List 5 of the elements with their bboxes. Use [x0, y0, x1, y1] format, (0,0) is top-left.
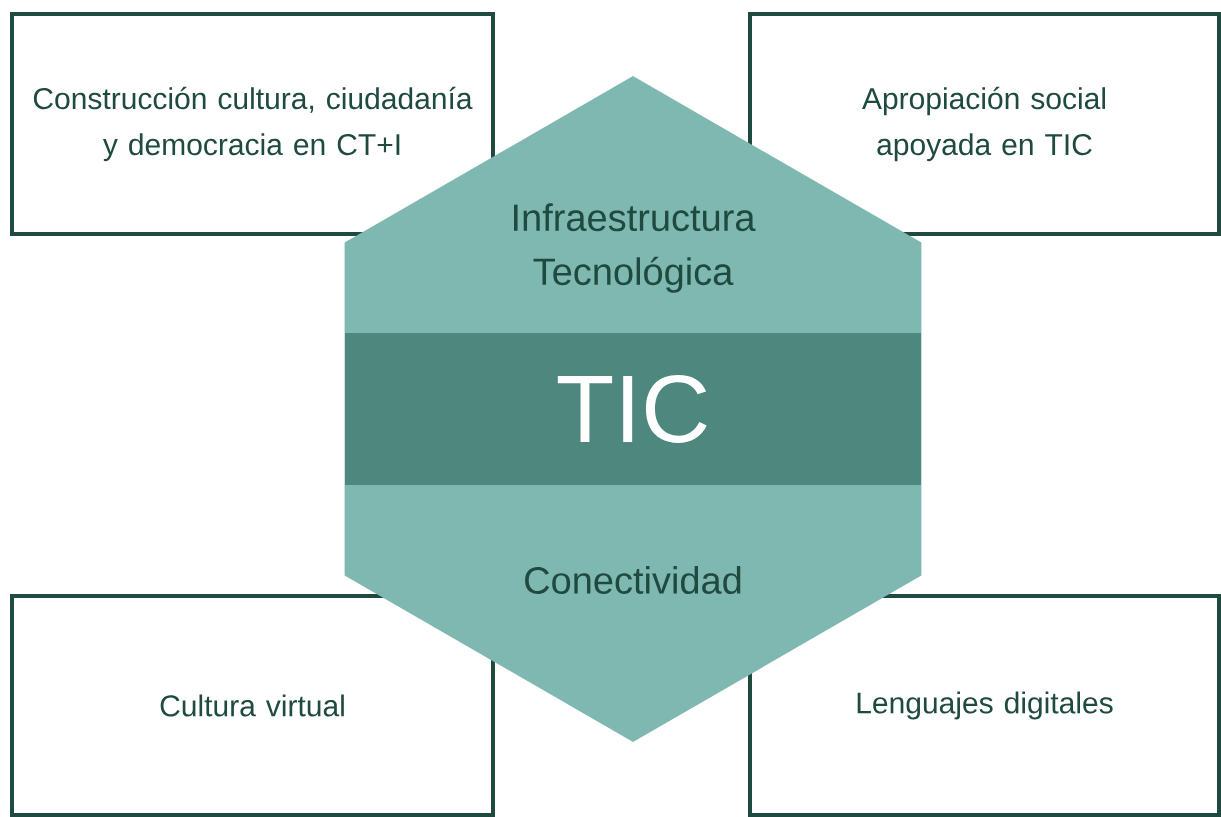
band: TIC [345, 333, 921, 485]
text-box: Cultura virtual [10, 594, 495, 817]
text-box: Construcción cultura, ciudadanía y democracia en CT+I [10, 12, 495, 236]
text-box: Lenguajes digitales [748, 594, 1221, 817]
hexagon-label: Conectividad [525, 566, 741, 594]
